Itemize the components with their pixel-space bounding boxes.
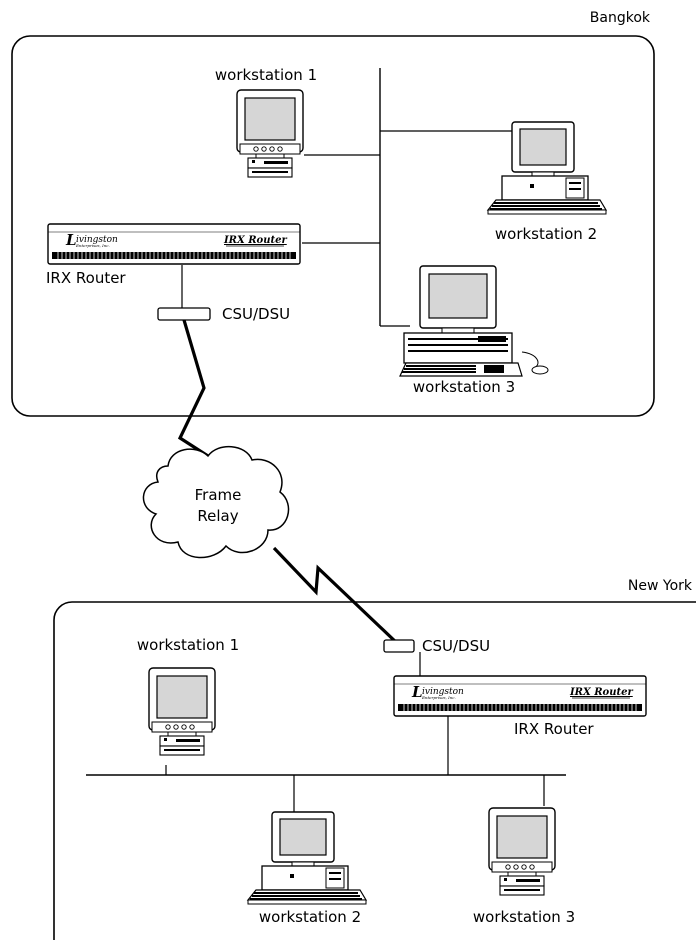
site-name-bangkok: Bangkok bbox=[590, 10, 651, 26]
router-brand-sub: Enterprises, Inc. bbox=[75, 243, 110, 248]
ws3-label-bangkok: workstation 3 bbox=[413, 378, 515, 396]
frame-relay-cloud: Frame Relay bbox=[142, 446, 290, 559]
router-label-newyork: IRX Router bbox=[514, 720, 594, 738]
cloud-shape bbox=[142, 446, 290, 559]
router-brand: ivingston bbox=[422, 687, 464, 697]
site-name-newyork: New York bbox=[628, 578, 693, 594]
workstation-2-bangkok-icon bbox=[487, 121, 607, 215]
site-bangkok: Bangkok workstation 1 workstation 2 work… bbox=[11, 10, 655, 417]
csu-label-newyork: CSU/DSU bbox=[422, 637, 490, 655]
site-boundary-newyork bbox=[53, 601, 696, 940]
ws2-label-bangkok: workstation 2 bbox=[495, 225, 597, 243]
workstation-1-newyork-icon bbox=[148, 667, 216, 756]
router-model: IRX Router bbox=[569, 687, 633, 698]
router-brand-sub: Enterprises, Inc. bbox=[421, 695, 456, 700]
router-brand-initial: L bbox=[411, 683, 423, 701]
site-newyork: New York CSU/DSU L ivingston Enterprises… bbox=[53, 578, 696, 940]
ws1-label-bangkok: workstation 1 bbox=[215, 66, 317, 84]
workstation-1-bangkok-icon bbox=[236, 89, 304, 178]
site-boundary-bangkok bbox=[11, 35, 655, 417]
router-brand: ivingston bbox=[76, 235, 118, 245]
router-model: IRX Router bbox=[223, 235, 287, 246]
wan-link-bangkok bbox=[177, 319, 209, 458]
cloud-line1: Frame bbox=[195, 486, 242, 504]
ws1-label-newyork: workstation 1 bbox=[137, 636, 239, 654]
csu-dsu-newyork-icon bbox=[383, 639, 415, 653]
workstation-3-newyork-icon bbox=[488, 807, 556, 896]
csu-label-bangkok: CSU/DSU bbox=[222, 305, 290, 323]
ws3-label-newyork: workstation 3 bbox=[473, 908, 575, 926]
workstation-2-newyork-icon bbox=[247, 811, 367, 905]
router-label-bangkok: IRX Router bbox=[46, 269, 126, 287]
workstation-3-bangkok-icon bbox=[399, 265, 549, 377]
router-bangkok-icon: L ivingston Enterprises, Inc. IRX Router bbox=[47, 223, 301, 265]
ws2-label-newyork: workstation 2 bbox=[259, 908, 361, 926]
cloud-line2: Relay bbox=[197, 507, 238, 525]
router-newyork-icon: L ivingston Enterprises, Inc. IRX Router bbox=[393, 675, 647, 717]
csu-dsu-bangkok-icon bbox=[157, 307, 211, 321]
wan-link-newyork bbox=[272, 546, 400, 646]
router-brand-initial: L bbox=[65, 231, 77, 249]
